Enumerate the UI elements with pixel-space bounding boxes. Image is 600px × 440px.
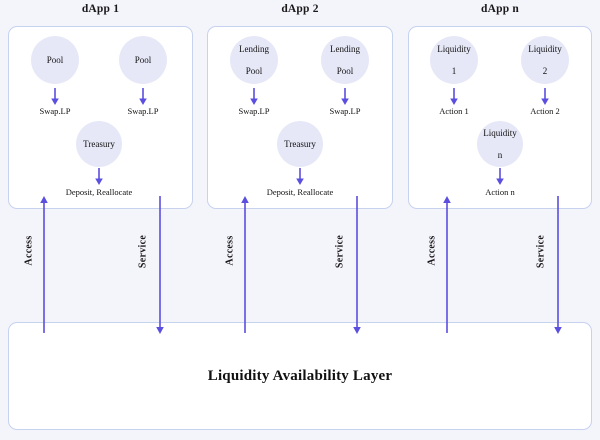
dapp-1-node-2-circle[interactable]: Pool bbox=[119, 36, 167, 84]
liquidity-availability-layer-box: Liquidity Availability Layer bbox=[8, 322, 592, 430]
connector-label-service-dapp1: Service bbox=[137, 234, 149, 269]
dapp-2-node-2-caption: Swap.LP bbox=[329, 106, 361, 116]
dapp-2-node-2-label-line1: Lending bbox=[330, 43, 360, 54]
dapp-n-node-3-caption: Action n bbox=[485, 187, 515, 197]
dapp-n-node-1-label-line2: 1 bbox=[451, 65, 457, 76]
dapp-n-node-3-circle[interactable]: Liquidity n bbox=[477, 121, 523, 167]
dapp-1-node-3-label: Treasury bbox=[83, 138, 115, 149]
dapp-n-node-3-label-line2: n bbox=[497, 149, 503, 160]
dapp-1-title: dApp 1 bbox=[81, 3, 120, 15]
dapp-2-node-3-label: Treasury bbox=[284, 138, 316, 149]
connector-label-access-dappn: Access bbox=[426, 235, 438, 266]
dapp-n-node-1-arrow-icon bbox=[450, 88, 458, 105]
connector-label-access-dapp1: Access bbox=[23, 235, 35, 266]
dapp-n-node-2-caption: Action 2 bbox=[530, 106, 560, 116]
dapp-n-title: dApp n bbox=[481, 3, 519, 15]
dapp-2-title: dApp 2 bbox=[281, 3, 319, 15]
dapp-1-node-1-arrow-icon bbox=[51, 88, 59, 105]
dapp-2-node-3-caption: Deposit, Reallocate bbox=[266, 187, 334, 197]
dapp-n-node-2-label-line1: Liquidity bbox=[528, 43, 562, 54]
dapp-2-node-1-caption: Swap.LP bbox=[238, 106, 270, 116]
dapp-n-node-3-arrow-icon bbox=[496, 168, 504, 185]
dapp-2-node-1-label-line1: Lending bbox=[239, 43, 269, 54]
dapp-1-node-3-arrow-icon bbox=[95, 168, 103, 185]
dapp-2-node-1-circle[interactable]: Lending Pool bbox=[230, 36, 278, 84]
dapp-2-node-2-label-line2: Pool bbox=[336, 65, 354, 76]
connector-label-service-dappn: Service bbox=[535, 234, 547, 269]
dapp-2-node-3-arrow-icon bbox=[296, 168, 304, 185]
dapp-2-node-3-circle[interactable]: Treasury bbox=[277, 121, 323, 167]
dapp-n-node-2-arrow-icon bbox=[541, 88, 549, 105]
dapp-n-node-3-label-line1: Liquidity bbox=[483, 127, 517, 138]
dapp-1-node-3-circle[interactable]: Treasury bbox=[76, 121, 122, 167]
dapp-n-node-2-label-line2: 2 bbox=[542, 65, 548, 76]
dapp-1-node-3-caption: Deposit, Reallocate bbox=[65, 187, 133, 197]
connector-label-access-dapp2: Access bbox=[224, 235, 236, 266]
dapp-1-node-1-circle[interactable]: Pool bbox=[31, 36, 79, 84]
dapp-1-node-1-label: Pool bbox=[46, 54, 64, 65]
connector-label-service-dapp2: Service bbox=[334, 234, 346, 269]
dapp-2-node-2-arrow-icon bbox=[341, 88, 349, 105]
dapp-1-node-2-label: Pool bbox=[134, 54, 152, 65]
dapp-n-node-1-circle[interactable]: Liquidity 1 bbox=[430, 36, 478, 84]
dapp-2-node-1-label-line2: Pool bbox=[245, 65, 263, 76]
dapp-1-node-1-caption: Swap.LP bbox=[39, 106, 71, 116]
dapp-2-node-1-arrow-icon bbox=[250, 88, 258, 105]
dapp-n-node-1-caption: Action 1 bbox=[439, 106, 469, 116]
liquidity-availability-layer-title: Liquidity Availability Layer bbox=[207, 367, 393, 384]
dapp-n-node-1-label-line1: Liquidity bbox=[437, 43, 471, 54]
dapp-n-node-2-circle[interactable]: Liquidity 2 bbox=[521, 36, 569, 84]
dapp-2-node-2-circle[interactable]: Lending Pool bbox=[321, 36, 369, 84]
dapp-1-node-2-arrow-icon bbox=[139, 88, 147, 105]
dapp-1-node-2-caption: Swap.LP bbox=[127, 106, 159, 116]
